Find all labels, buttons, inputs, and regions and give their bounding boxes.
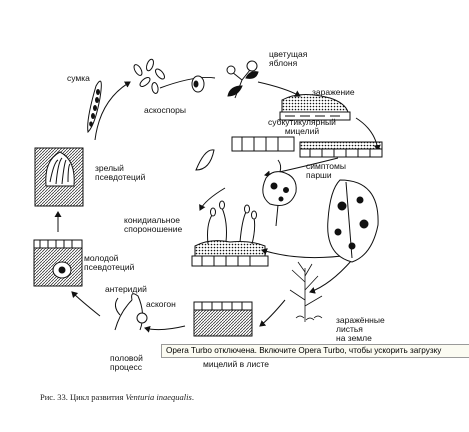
label-ascus: сумка bbox=[67, 73, 90, 83]
opera-turbo-notification[interactable]: Opera Turbo отключена. Включите Opera Tu… bbox=[161, 344, 469, 358]
label-scab-symptoms: симптомы парши bbox=[306, 161, 346, 180]
sexual-process-drawing bbox=[114, 293, 148, 331]
scabbed-leaf-drawing bbox=[327, 179, 379, 263]
conidium-drawing bbox=[195, 149, 215, 171]
ascus-drawing bbox=[87, 80, 102, 134]
mycelium-in-leaf-drawing bbox=[193, 301, 253, 337]
caption-species: Venturia inaequalis bbox=[125, 392, 192, 402]
life-cycle-diagram bbox=[33, 58, 383, 337]
label-young-pseudothecium: молодой псевдотеций bbox=[84, 253, 135, 272]
scabbed-fruit-drawing bbox=[262, 159, 297, 227]
label-infected-leaves-ground: заражённые листья на земле bbox=[336, 315, 385, 343]
label-ascogonium: аскогон bbox=[146, 299, 176, 309]
subcuticular-mycelium-drawing bbox=[299, 141, 383, 158]
label-mycelium-in-leaf: мицелий в листе bbox=[203, 359, 269, 369]
label-flowering-apple: цветущая яблоня bbox=[269, 49, 308, 68]
label-conidial-sporulation: конидиальное спороношение bbox=[124, 215, 183, 234]
label-subcuticular-mycelium: субкутикулярный мицелий bbox=[268, 117, 336, 136]
conidiophores-drawing bbox=[191, 200, 269, 267]
label-mature-pseudothecium: зрелый псевдотеций bbox=[95, 163, 146, 182]
caption-prefix: Рис. 33. Цикл развития bbox=[40, 392, 126, 402]
label-sexual-process: половой процесс bbox=[110, 353, 143, 372]
flowering-apple-drawing bbox=[226, 60, 259, 99]
ascospores-drawing bbox=[133, 58, 205, 94]
infection-leaf-drawing bbox=[279, 94, 351, 121]
label-antheridium: антеридий bbox=[105, 284, 147, 294]
label-ascospores: аскоспоры bbox=[144, 105, 186, 115]
mature-pseudothecium-drawing bbox=[34, 147, 84, 207]
infected-leaves-ground-drawing bbox=[289, 261, 323, 322]
young-pseudothecium-drawing bbox=[33, 239, 83, 287]
label-infection: заражение bbox=[312, 87, 355, 97]
conidium-layer-drawing bbox=[231, 136, 295, 152]
caption-suffix: . bbox=[191, 392, 194, 402]
figure-caption: Рис. 33. Цикл развития Venturia inaequal… bbox=[40, 392, 194, 402]
